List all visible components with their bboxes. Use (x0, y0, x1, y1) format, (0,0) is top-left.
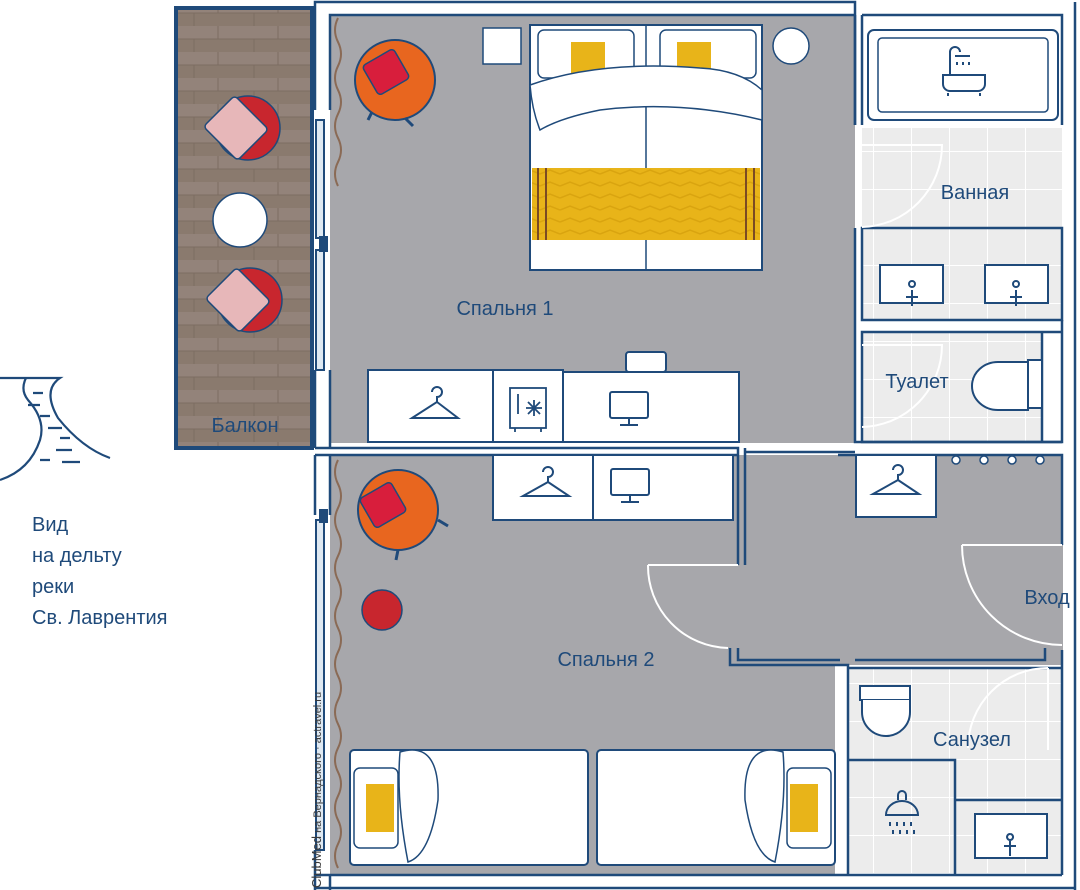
bathroom-label: Ванная (941, 182, 1010, 204)
bath-icon (942, 46, 986, 96)
balcony-chair (204, 95, 281, 161)
wardrobe-bedroom1 (367, 351, 740, 443)
windows (315, 119, 328, 851)
view-caption: Вид на дельту реки Св. Лаврентия (32, 510, 168, 634)
shower-icon (884, 790, 920, 834)
entrance-closet (855, 454, 937, 518)
bed-icon (349, 749, 589, 866)
credit-brand: ClubMed (309, 835, 324, 888)
armchair-icon (354, 39, 436, 128)
view-caption-line: на дельту (32, 545, 122, 567)
balcony-label: Балкон (211, 415, 278, 437)
safe-icon (509, 387, 547, 432)
bedroom2-label: Спальня 2 (557, 649, 654, 671)
hanger-icon (519, 466, 573, 497)
credit-text: на Вернадского · actravel.ru (312, 691, 324, 836)
toilet-icon (859, 685, 911, 737)
bedroom1-label: Спальня 1 (456, 298, 553, 320)
view-caption-line: Св. Лаврентия (32, 607, 168, 629)
curtain-bedroom1 (334, 17, 342, 187)
hanger-icon (408, 386, 461, 419)
balcony-chair (206, 267, 283, 333)
tv-icon (609, 391, 649, 426)
shower-room-label: Санузел (933, 729, 1011, 751)
view-caption-line: реки (32, 576, 75, 598)
doors[interactable] (646, 144, 1063, 750)
bed-icon (482, 24, 810, 271)
armchair-icon (357, 469, 449, 561)
hanger-icon (869, 464, 923, 495)
view-caption-line: Вид (32, 514, 69, 536)
entrance-label: Вход (1024, 587, 1070, 609)
credit-watermark: ClubMed на Вернадского · actravel.ru (309, 692, 324, 888)
coat-hooks (951, 455, 1045, 465)
toilet-label: Туалет (885, 371, 948, 393)
round-stool (361, 589, 403, 631)
river-delta-icon (0, 376, 111, 482)
tv-icon (610, 468, 650, 503)
balcony-table (212, 192, 268, 248)
bed-icon (596, 749, 836, 866)
toilet-icon (971, 359, 1043, 411)
wardrobe-bedroom2 (492, 454, 734, 521)
curtain-bedroom2 (334, 459, 342, 869)
entrance-hall-floor (740, 548, 1062, 663)
sink-icon (879, 264, 1049, 304)
